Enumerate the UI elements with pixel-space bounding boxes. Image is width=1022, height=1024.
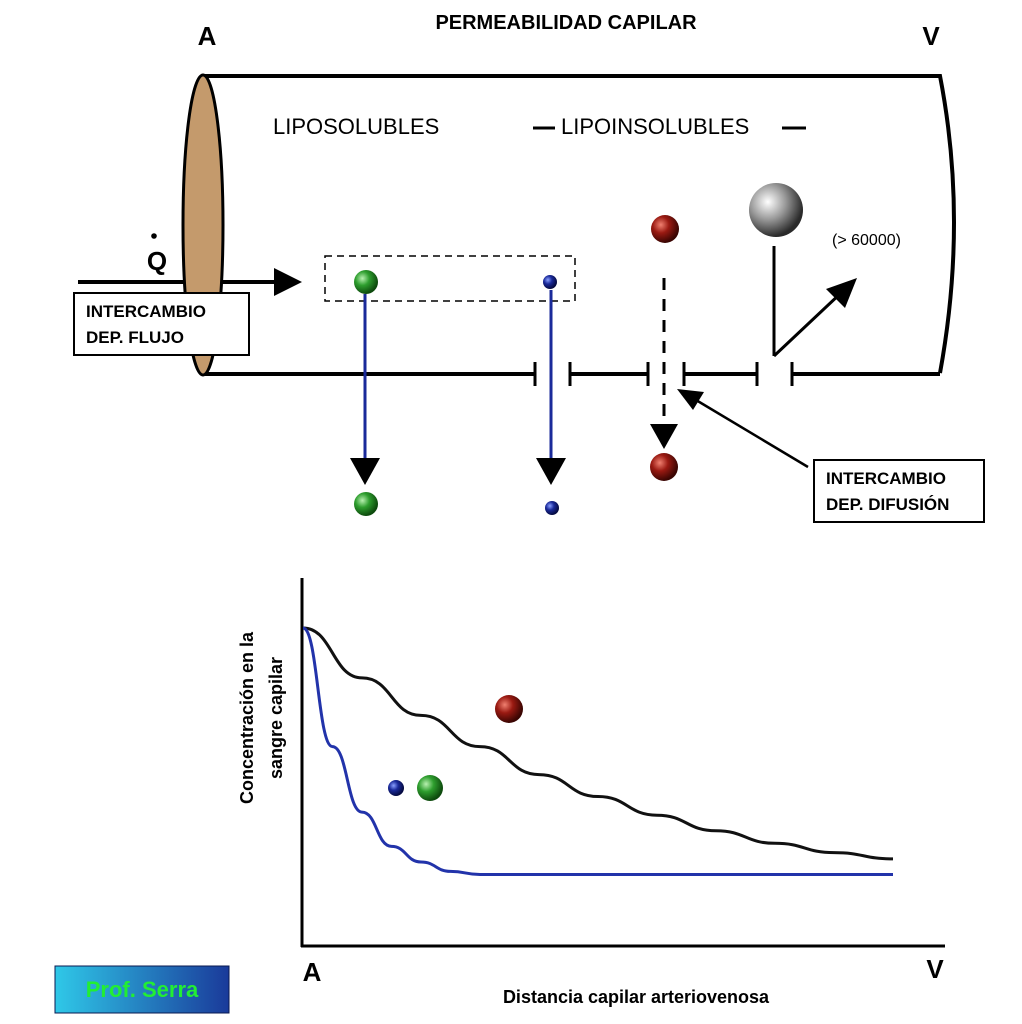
liposolubles-label: LIPOSOLUBLES [273,114,439,139]
diffusion-pointer-head [677,389,704,410]
chart-blue-particle [388,780,404,796]
lipoinsolubles-label: LIPOINSOLUBLES [561,114,749,139]
x-end-label: V [926,954,944,984]
diffusion-box-line1: INTERCAMBIO [826,469,946,488]
blue-particle-outside [545,501,559,515]
flow-dot-mark [151,233,157,239]
signature-badge: Prof. Serra [54,965,230,1014]
diagram-title: PERMEABILIDAD CAPILAR [435,12,697,34]
concentration-chart: A V Distancia capilar arteriovenosa Conc… [237,578,945,1007]
chart-red-particle [495,695,523,723]
size-note: (> 60000) [832,232,901,249]
signature-text: Prof. Serra [86,977,199,1002]
red-path-arrowhead [650,424,678,449]
large-particle-deflect-line [772,290,844,358]
red-particle-inside [651,215,679,243]
chart-green-particle [417,775,443,801]
series-line-black [302,626,894,861]
series-line-blue [302,626,893,876]
green-particle-inside [354,270,378,294]
diffusion-pointer-line [695,398,809,469]
y-axis-title-line1: Concentración en la [237,631,257,804]
flow-symbol: Q [147,246,167,276]
large-particle [749,183,803,237]
blue-particle-inside [543,275,557,289]
x-axis-title: Distancia capilar arteriovenosa [503,987,770,1007]
large-particle-arrowhead [826,278,857,308]
arterial-end-label: A [198,21,217,51]
diffusion-box-line2: DEP. DIFUSIÓN [826,495,949,514]
flow-box-line2: DEP. FLUJO [86,328,184,347]
diffusion-exchange-box: INTERCAMBIO DEP. DIFUSIÓN [813,459,985,523]
green-path-arrowhead [350,458,380,485]
venous-end-label: V [922,21,940,51]
red-particle-outside [650,453,678,481]
flow-exchange-box: INTERCAMBIO DEP. FLUJO [73,292,250,356]
y-axis-title-line2: sangre capilar [266,657,286,779]
capillary-vessel [205,74,956,386]
flow-box-line1: INTERCAMBIO [86,302,206,321]
flow-arrow-head [274,268,302,296]
green-particle-outside [354,492,378,516]
x-start-label: A [303,957,322,987]
blue-path-arrowhead [536,458,566,485]
liposoluble-group-box [324,255,576,302]
